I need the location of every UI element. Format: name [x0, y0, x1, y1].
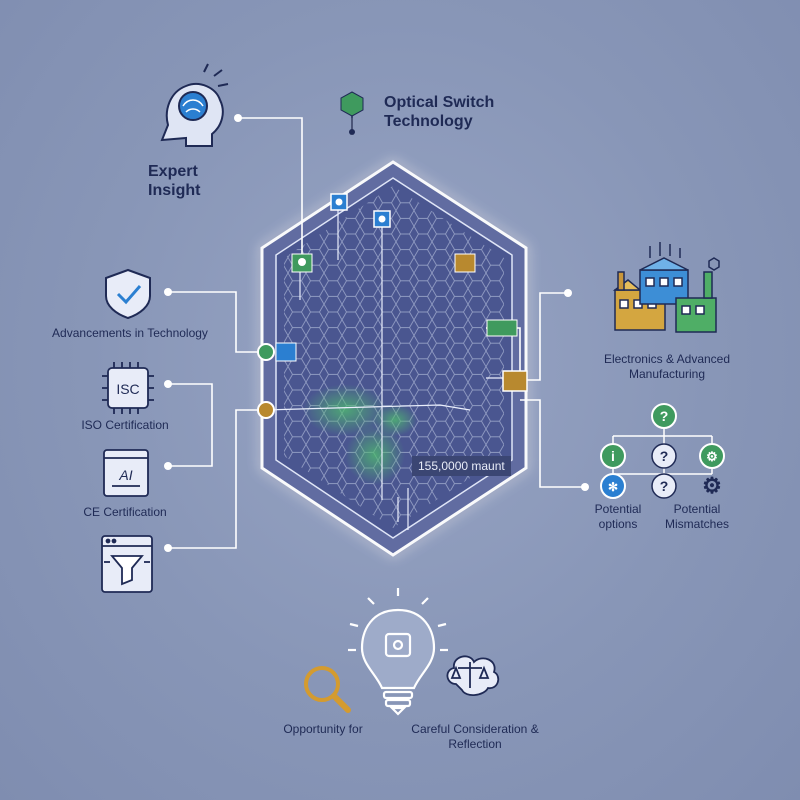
hexagon-pin-icon — [340, 91, 364, 135]
decision-tree: ? i ? ⚙ ✻ ? ⚙ — [600, 403, 725, 499]
svg-text:?: ? — [660, 408, 669, 424]
magnifier-icon — [304, 666, 351, 713]
careful-consideration-label: Careful Consideration & Reflection — [411, 722, 539, 751]
brain-icon — [160, 63, 229, 147]
svg-text:✻: ✻ — [608, 480, 618, 494]
iso-certification-label: ISO Certification — [81, 418, 169, 432]
expert-insight-label: Expert Insight — [148, 163, 201, 199]
funnel-window-icon — [101, 535, 153, 593]
diagram-title: Optical Switch Technology — [384, 94, 495, 130]
svg-text:AI: AI — [118, 467, 132, 483]
connector-dots — [164, 114, 589, 552]
iso-chip-icon: ISC — [102, 362, 154, 414]
opportunity-label: Opportunity for — [283, 722, 363, 736]
svg-text:i: i — [611, 448, 615, 464]
svg-text:ISC: ISC — [116, 381, 139, 397]
lightbulb-icon — [348, 588, 448, 716]
question-icon — [651, 443, 677, 469]
ai-document-icon: AI — [103, 449, 149, 497]
svg-text:?: ? — [660, 478, 669, 494]
chip-readout: 155,0000 maunt — [412, 456, 511, 476]
factory-icon — [612, 242, 720, 333]
question-icon — [651, 403, 677, 429]
network-icon — [600, 473, 626, 499]
chip-nodes — [257, 193, 528, 419]
gear-outline-icon: ⚙ — [702, 473, 722, 498]
svg-text:?: ? — [660, 448, 669, 464]
potential-options-label: Potential options — [594, 502, 642, 531]
electronics-manufacturing-label: Electronics & Advanced Manufacturing — [603, 352, 731, 381]
balance-scale-icon — [446, 655, 500, 696]
shield-check-icon — [105, 268, 151, 320]
gear-icon — [699, 443, 725, 469]
info-icon — [600, 443, 626, 469]
question-icon — [651, 473, 677, 499]
svg-text:⚙: ⚙ — [706, 449, 718, 464]
ce-certification-label: CE Certification — [83, 505, 167, 519]
advancements-label: Advancements in Technology — [52, 326, 208, 340]
potential-mismatches-label: Potential Mismatches — [664, 502, 729, 531]
